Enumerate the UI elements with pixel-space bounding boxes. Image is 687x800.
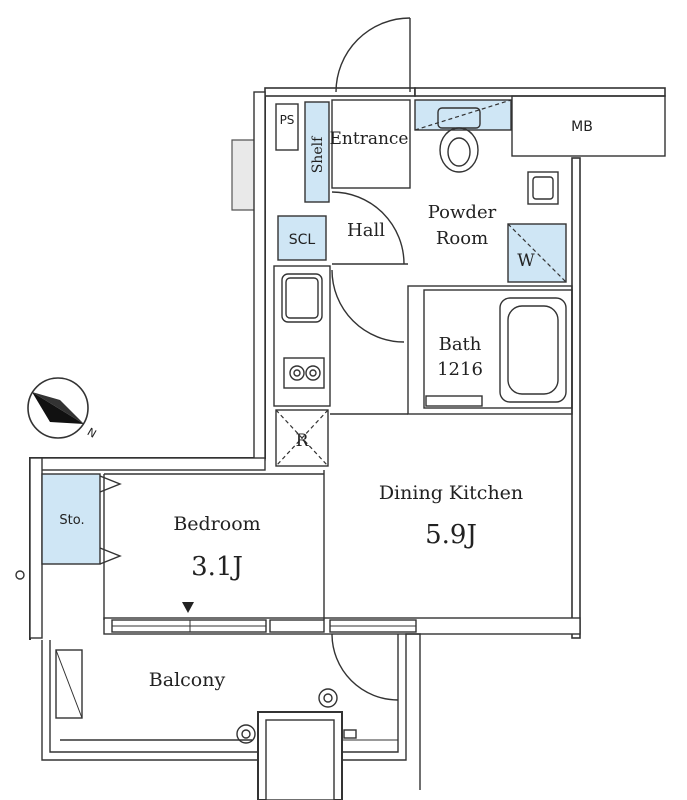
compass-north-label: N	[85, 425, 99, 440]
entrance-label: Entrance	[330, 129, 409, 149]
storage-closet: Sto.	[41, 473, 122, 565]
washer-label: W	[517, 251, 535, 271]
entrance-door[interactable]	[335, 17, 411, 93]
outer-walls	[29, 87, 666, 640]
bath-label-1: Bath	[439, 334, 482, 355]
bedroom-size: 3.1J	[191, 552, 243, 582]
hall: Hall	[331, 191, 408, 343]
shelf-label: Shelf	[310, 135, 326, 173]
dining-kitchen-size: 5.9J	[425, 520, 477, 550]
ps-shaft: PS	[275, 103, 299, 151]
stove-icon	[283, 357, 325, 389]
bathroom: Bath 1216	[407, 285, 573, 415]
dining-kitchen-label: Dining Kitchen	[379, 482, 523, 504]
washer-space	[507, 223, 567, 283]
sink-icon	[281, 273, 323, 323]
storage-label: Sto.	[59, 513, 84, 528]
washbasin-icon	[527, 171, 559, 205]
drain-icon	[236, 688, 338, 744]
dining-kitchen: Dining Kitchen 5.9J	[323, 413, 523, 620]
kitchen-counter	[273, 265, 331, 407]
bathtub-icon	[499, 297, 567, 403]
mb-label: MB	[571, 119, 593, 135]
entrance-area: Entrance	[330, 17, 411, 189]
scl-closet: SCL	[277, 215, 327, 261]
outlet-icon	[15, 570, 25, 580]
bedroom-label: Bedroom	[173, 513, 260, 535]
ps-label: PS	[280, 113, 295, 127]
compass: N	[27, 377, 99, 441]
scl-label: SCL	[289, 232, 316, 248]
powder-room-label-1: Powder	[428, 202, 497, 223]
refrigerator-space: R	[275, 409, 329, 467]
shelf: Shelf	[304, 101, 330, 203]
balcony: Balcony	[41, 633, 421, 800]
hall-door[interactable]	[331, 191, 405, 265]
refrigerator-label: R	[296, 431, 310, 451]
powder-room: Powder Room W	[414, 99, 567, 283]
entry-marker-icon	[182, 602, 194, 613]
balcony-windows	[111, 619, 417, 633]
hall-label: Hall	[347, 220, 385, 241]
powder-room-label-2: Room	[436, 228, 488, 249]
bath-label-2: 1216	[437, 359, 483, 380]
kitchen-door[interactable]	[331, 269, 405, 343]
balcony-label: Balcony	[149, 669, 226, 691]
toilet-icon	[437, 107, 481, 173]
bedroom: Bedroom 3.1J	[103, 473, 324, 620]
balcony-door[interactable]	[331, 633, 399, 701]
